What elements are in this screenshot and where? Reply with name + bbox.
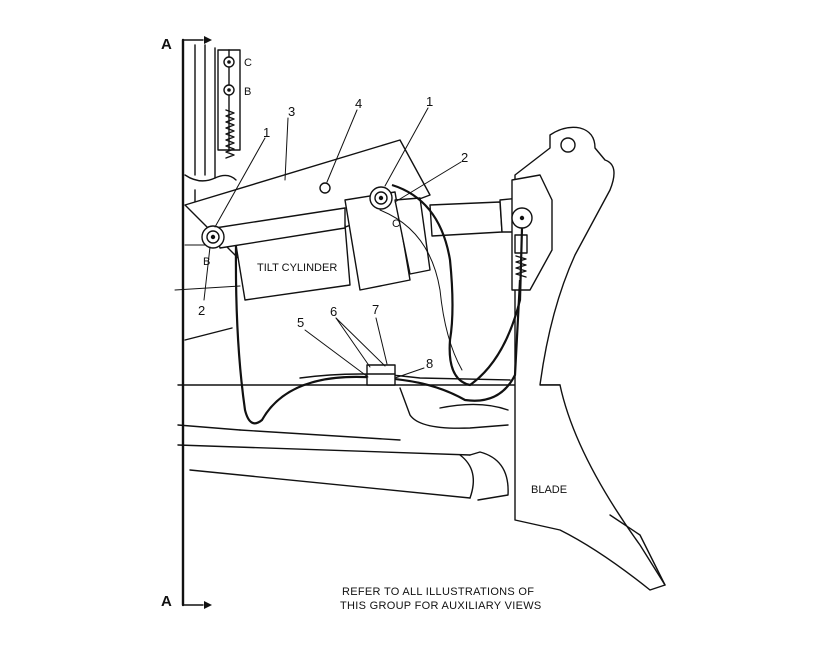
- callout-2-left: 2: [198, 303, 205, 318]
- blade: BLADE: [511, 126, 666, 591]
- callout-7: 7: [372, 302, 379, 317]
- blade-label: BLADE: [531, 484, 567, 496]
- callout-8: 8: [426, 356, 433, 371]
- hydraulic-hoses: [234, 183, 524, 425]
- reference-note-line-1: REFER TO ALL ILLUSTRATIONS OF: [342, 586, 534, 598]
- section-label-top: A: [161, 36, 172, 53]
- reference-note-line-2: THIS GROUP FOR AUXILIARY VIEWS: [340, 600, 542, 612]
- fitting-c-right: C: [369, 186, 400, 230]
- fitting-b-left: B: [201, 225, 225, 268]
- callout-2-right: 2: [461, 150, 468, 165]
- section-line-a-a: A A: [161, 36, 212, 610]
- callout-4: 4: [355, 96, 362, 111]
- inset-detail: C B: [217, 49, 252, 159]
- callout-1-left: 1: [263, 125, 270, 140]
- tee-block: [366, 364, 396, 386]
- leader-lines: [203, 107, 462, 379]
- fitting-label-c: C: [392, 218, 400, 230]
- section-label-bottom: A: [161, 593, 172, 610]
- callout-3: 3: [288, 104, 295, 119]
- tilt-cylinder-label: TILT CYLINDER: [257, 262, 337, 274]
- reference-note: REFER TO ALL ILLUSTRATIONS OF THIS GROUP…: [340, 586, 542, 612]
- callouts: 1 3 4 1 2 2 5 6 7 8: [198, 94, 468, 371]
- callout-1-right: 1: [426, 94, 433, 109]
- fitting-label-b: B: [203, 256, 210, 268]
- callout-5: 5: [297, 315, 304, 330]
- inset-label-c: C: [244, 57, 252, 69]
- inset-label-b: B: [244, 86, 251, 98]
- callout-6: 6: [330, 304, 337, 319]
